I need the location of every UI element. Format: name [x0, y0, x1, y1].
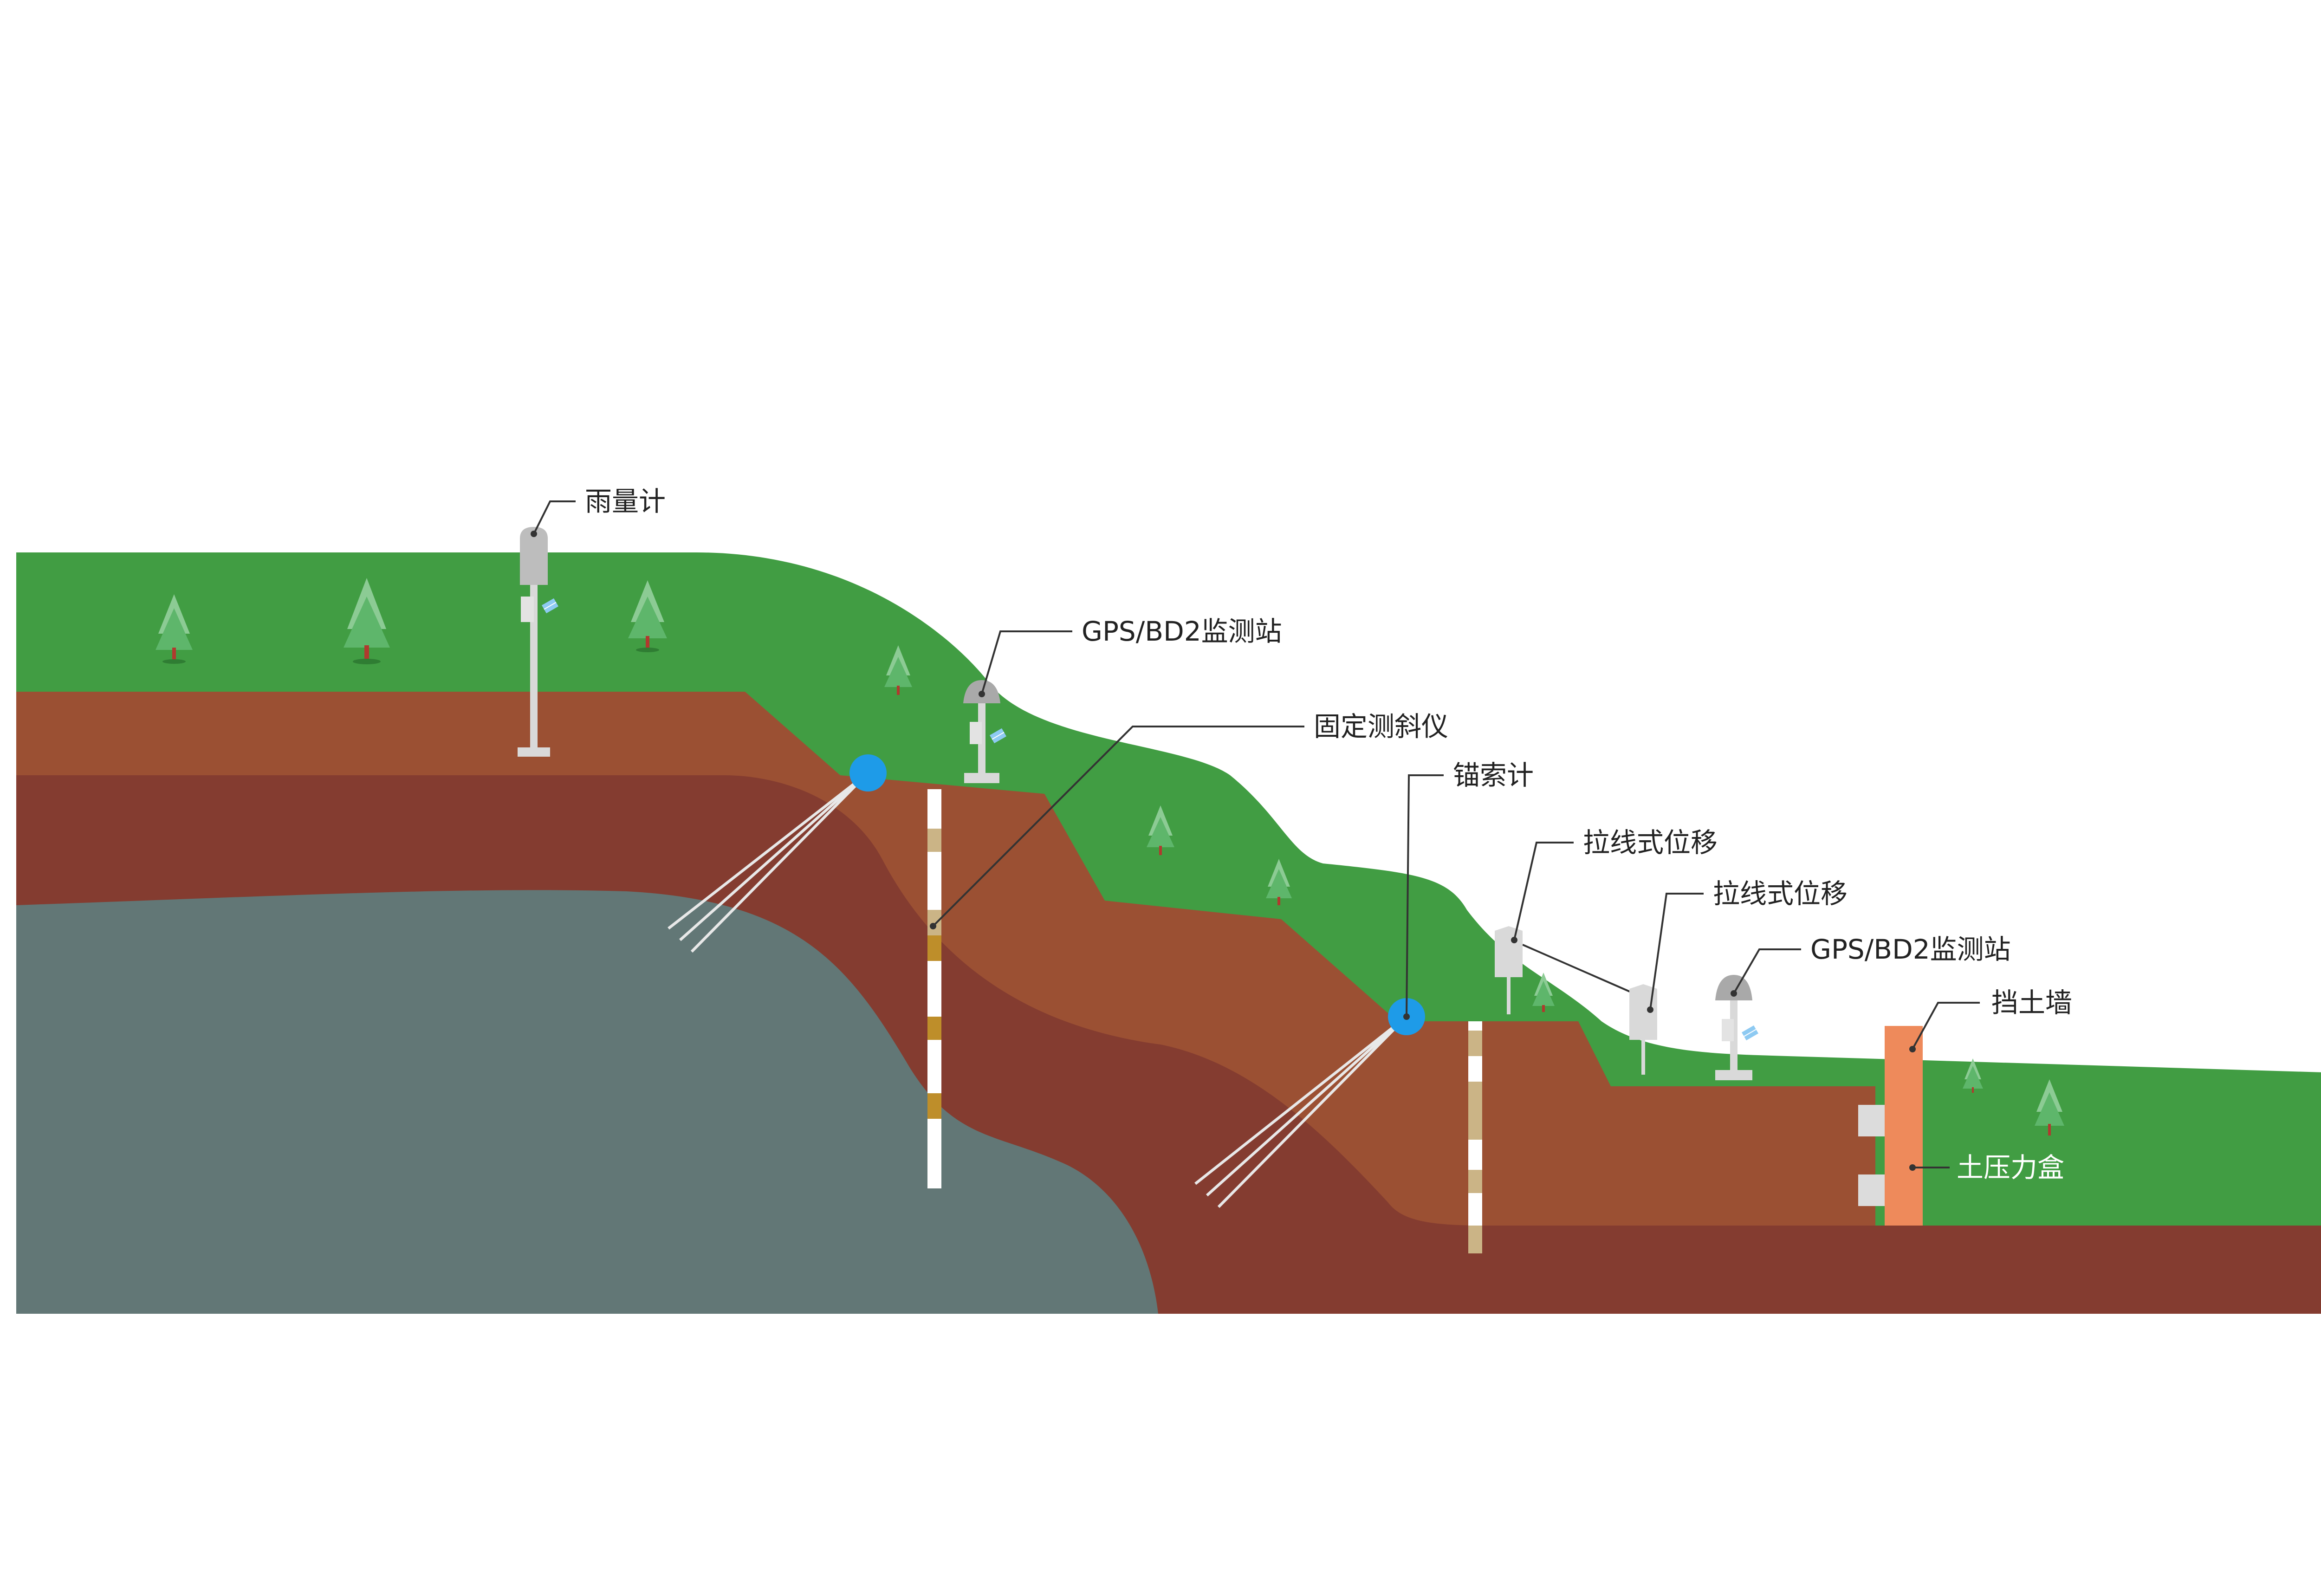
- label-earth-pressure-cell: 土压力盒: [1957, 1152, 2064, 1183]
- solar-panel-icon: [990, 728, 1006, 744]
- callout-gps-1: GPS/BD2监测站: [979, 616, 1282, 697]
- label-anchor-meter: 锚索计: [1453, 759, 1534, 791]
- pressure-cell: [1858, 1105, 1885, 1136]
- gps-antenna-icon: [1715, 975, 1752, 1000]
- label-wire-displacement-1: 拉线式位移: [1583, 827, 1718, 858]
- callout-wire-displacement-1: 拉线式位移: [1511, 827, 1718, 943]
- extensometer-tube: [1468, 1021, 1482, 1253]
- label-gps-station-2: GPS/BD2监测站: [1810, 934, 2011, 965]
- bedrock-layer: [16, 890, 1158, 1314]
- fixed-inclinometer-tube: [927, 789, 941, 1188]
- solar-panel-icon: [542, 598, 558, 614]
- wire-displacement-system: [1495, 926, 1657, 1075]
- tree-icon: [2035, 1079, 2064, 1135]
- tree-icon: [884, 645, 912, 695]
- anchor-system-1: [668, 754, 887, 953]
- tree-icon: [628, 580, 667, 652]
- callout-rain-gauge: 雨量计: [531, 486, 666, 537]
- label-rain-gauge: 雨量计: [585, 486, 666, 517]
- anchor-system-2: [1194, 998, 1425, 1208]
- tree-icon: [1147, 805, 1174, 855]
- rain-gauge-icon: [518, 527, 558, 757]
- callout-gps-2: GPS/BD2监测站: [1731, 934, 2011, 997]
- label-retaining-wall: 挡土墙: [1991, 987, 2072, 1019]
- tree-icon: [1532, 973, 1555, 1012]
- tree-icon: [1963, 1058, 1983, 1093]
- solar-panel-icon: [1742, 1025, 1758, 1041]
- pressure-cell: [1858, 1174, 1885, 1206]
- trees: [156, 578, 2064, 1135]
- callout-anchor-meter: 锚索计: [1403, 759, 1534, 1020]
- wire-displacement-sensor-icon: [1629, 984, 1657, 1075]
- tree-icon: [156, 594, 193, 664]
- label-fixed-inclinometer: 固定测斜仪: [1314, 711, 1448, 742]
- gps-station-2: [1715, 975, 1758, 1080]
- callout-wire-displacement-2: 拉线式位移: [1647, 878, 1848, 1013]
- tree-icon: [344, 578, 390, 664]
- tree-icon: [1266, 859, 1292, 905]
- anchor-head-icon: [849, 754, 887, 792]
- retaining-wall: [1858, 1026, 1923, 1226]
- label-gps-station-1: GPS/BD2监测站: [1082, 616, 1282, 647]
- ground-layers: [16, 552, 2321, 1314]
- callout-retaining-wall: 挡土墙: [1909, 987, 2072, 1052]
- callout-earth-pressure-cell: 土压力盒: [1909, 1152, 2064, 1183]
- label-wire-displacement-2: 拉线式位移: [1713, 878, 1848, 909]
- callout-fixed-inclinometer: 固定测斜仪: [930, 711, 1448, 929]
